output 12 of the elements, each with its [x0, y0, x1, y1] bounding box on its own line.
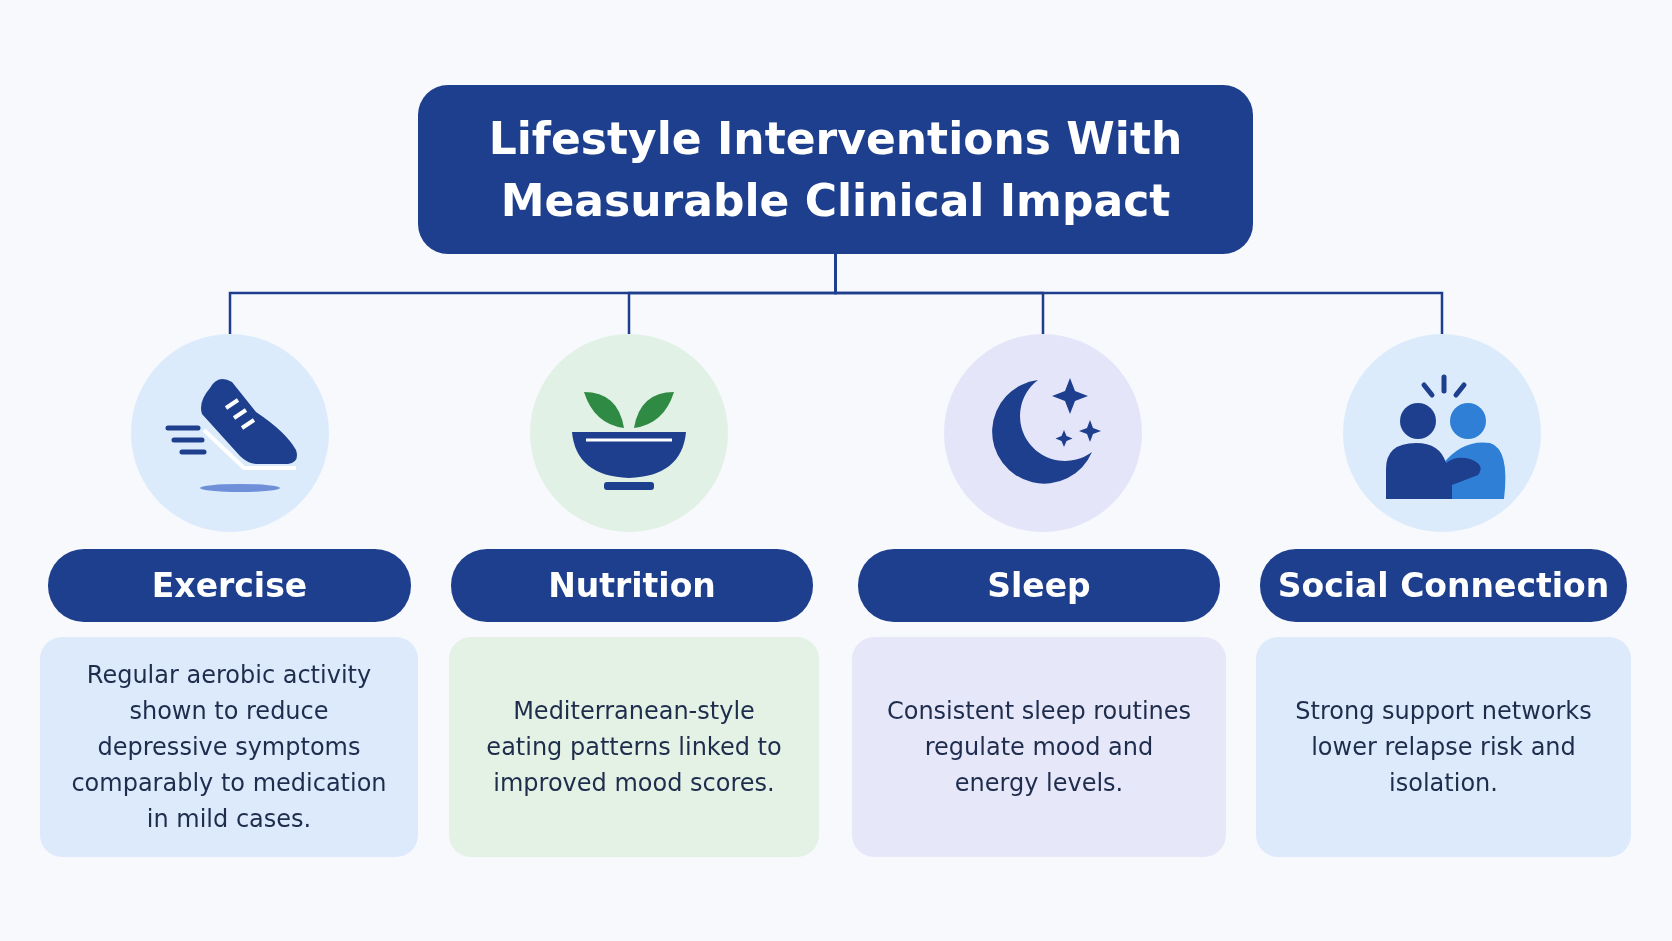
label-text: Sleep: [987, 566, 1091, 605]
title-text: Lifestyle Interventions With Measurable Clinical Impact: [487, 111, 1184, 228]
label-text: Regular aerobic activity shown to reduce depressive symptoms comparably to medication in mild cases.: [70, 660, 388, 835]
label-text: Social Connection: [1277, 566, 1610, 605]
label-text: Nutrition: [548, 566, 716, 605]
label-text: Exercise: [151, 566, 308, 605]
description-card: [1256, 637, 1631, 857]
title-box: [418, 85, 1253, 254]
label-text: Consistent sleep routines regulate mood and energy levels.: [885, 696, 1193, 799]
label-text: Strong support networks lower relapse risk and isolation.: [1294, 696, 1593, 799]
label-text: Mediterranean-style eating patterns linked to improved mood scores.: [485, 696, 783, 799]
description-card: [40, 637, 418, 857]
